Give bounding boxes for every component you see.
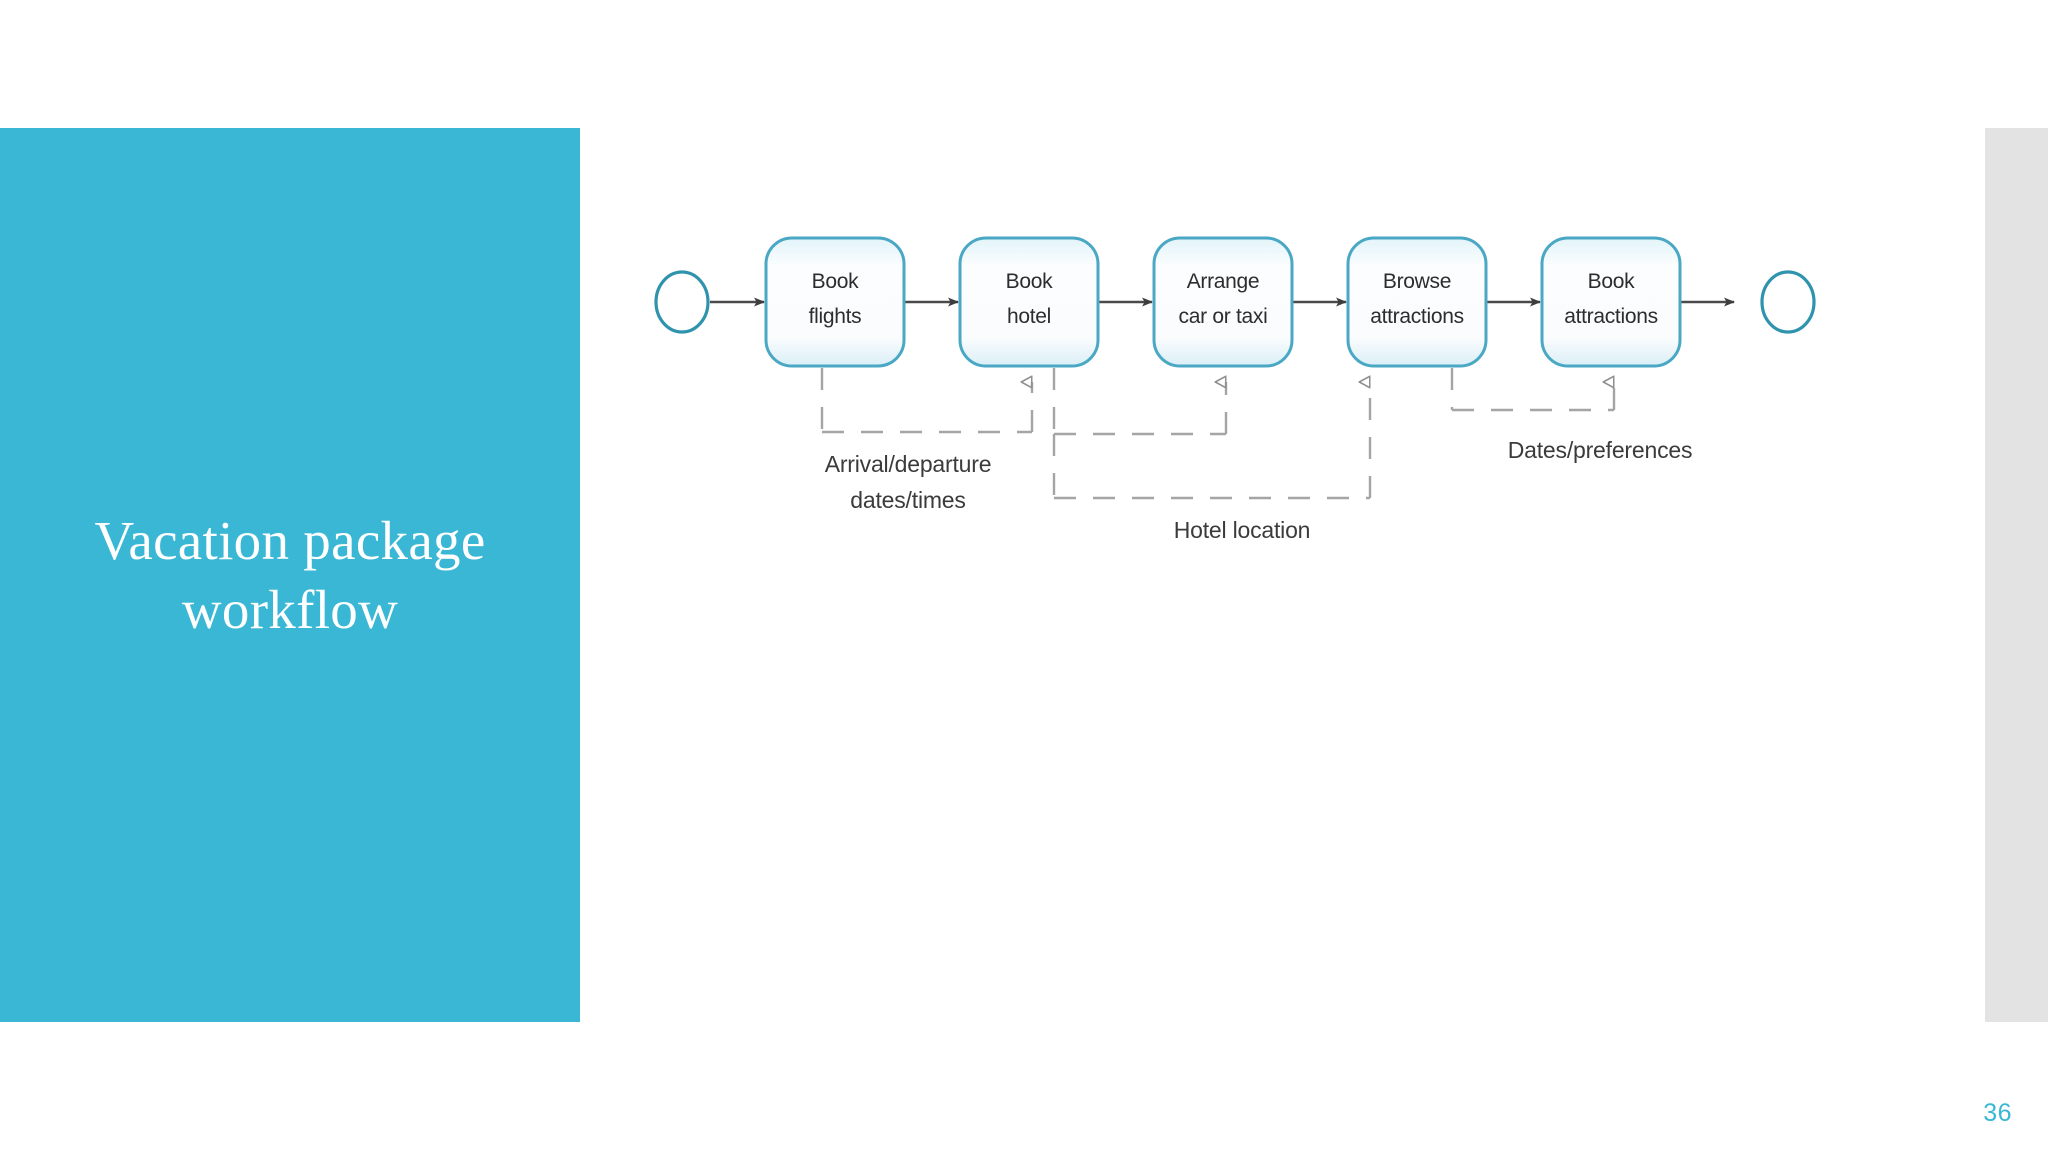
node-browse-attractions-line2: attractions <box>1370 305 1464 328</box>
dependency-arrival-departure: Arrival/departure dates/times <box>820 368 1034 513</box>
page-title: Vacation package workflow <box>94 509 486 640</box>
node-book-flights-line2: flights <box>809 305 862 328</box>
title-panel: Vacation package workflow <box>0 128 580 1022</box>
dependency-hotel-location-to-car <box>1052 368 1228 436</box>
annotation-dates-preferences: Dates/preferences <box>1508 437 1693 463</box>
right-side-band <box>1985 128 2048 1022</box>
node-book-flights-line1: Book <box>812 270 859 293</box>
annotation-hotel-location: Hotel location <box>1174 517 1311 543</box>
node-arrange-car-or-taxi[interactable]: Arrange car or taxi <box>1152 236 1294 368</box>
node-book-hotel-line2: hotel <box>1007 305 1051 328</box>
node-book-flights[interactable]: Book flights <box>764 236 906 368</box>
node-book-attractions-line1: Book <box>1588 270 1635 293</box>
node-browse-attractions[interactable]: Browse attractions <box>1346 236 1488 368</box>
annotation-arrival-departure-line2: dates/times <box>850 487 965 513</box>
diagram-svg: Book flights Book hotel Arrange car or t… <box>654 236 1816 543</box>
node-browse-attractions-line1: Browse <box>1383 270 1451 293</box>
page-number: 36 <box>1983 1099 2012 1127</box>
node-book-attractions-line2: attractions <box>1564 305 1658 328</box>
annotation-arrival-departure-line1: Arrival/departure <box>825 451 992 477</box>
end-node <box>1760 270 1816 334</box>
node-book-attractions[interactable]: Book attractions <box>1540 236 1682 368</box>
vacation-workflow-diagram: Book flights Book hotel Arrange car or t… <box>640 210 1960 650</box>
node-arrange-car-line1: Arrange <box>1187 270 1260 293</box>
node-book-hotel[interactable]: Book hotel <box>958 236 1100 368</box>
node-arrange-car-line2: car or taxi <box>1179 305 1268 328</box>
start-node <box>654 270 710 334</box>
dependency-hotel-location-to-browse: Hotel location <box>1052 382 1372 543</box>
node-book-hotel-line1: Book <box>1006 270 1053 293</box>
dependency-dates-preferences: Dates/preferences <box>1450 368 1693 463</box>
